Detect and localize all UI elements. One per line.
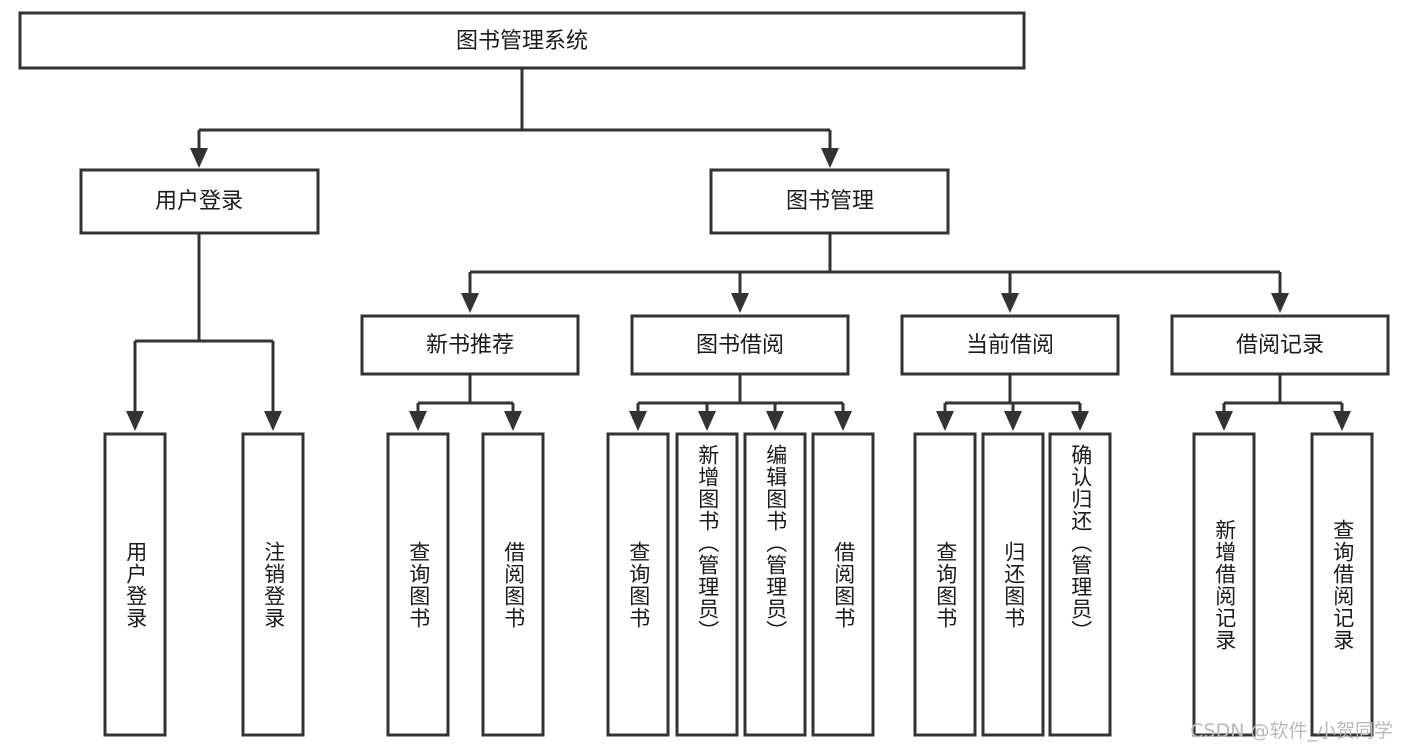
connector-group-root (190, 68, 839, 168)
leaf-box-query-book-1[interactable] (386, 432, 450, 737)
arrow-leaf-1 (126, 411, 144, 431)
node-borrow-record-label: 借阅记录 (1236, 333, 1324, 358)
node-root-label: 图书管理系统 (456, 29, 588, 54)
node-book-management[interactable]: 图书管理 (709, 168, 950, 235)
leaf-box-confirm-return[interactable] (1048, 432, 1112, 737)
arrow-leaf-3 (409, 411, 427, 431)
connector-group-borrow-record (1215, 374, 1351, 431)
arrow-to-user-login (190, 148, 208, 168)
arrow-leaf-10 (1004, 411, 1022, 431)
connector-group-book-mgmt (461, 233, 1289, 313)
node-book-borrow-box[interactable] (630, 314, 850, 376)
arrow-to-borrow-record (1271, 293, 1289, 313)
node-current-borrow-label: 当前借阅 (966, 333, 1054, 358)
node-user-login-label: 用户登录 (155, 189, 243, 214)
leaf-box-add-record[interactable] (1192, 432, 1256, 737)
node-book-management-label: 图书管理 (786, 189, 874, 214)
node-current-borrow[interactable]: 当前借阅 (900, 314, 1120, 376)
leaf-box-query-book-3[interactable] (913, 432, 977, 737)
leaf-box-user-login[interactable] (103, 432, 167, 737)
node-book-borrow-label: 图书借阅 (696, 333, 784, 358)
node-new-book-recommend-label: 新书推荐 (426, 333, 514, 358)
node-borrow-record[interactable]: 借阅记录 (1170, 314, 1390, 376)
arrow-leaf-8 (834, 411, 852, 431)
connector-group-new-books (409, 374, 522, 431)
leaf-box-query-record[interactable] (1310, 432, 1374, 737)
node-root-box[interactable] (18, 11, 1026, 70)
node-borrow-record-box[interactable] (1170, 314, 1390, 376)
arrow-leaf-6 (698, 411, 716, 431)
leaf-box-borrow-book-1[interactable] (481, 432, 545, 737)
arrow-to-book-mgmt (821, 148, 839, 168)
leaf-box-logout[interactable] (241, 432, 305, 737)
arrow-leaf-9 (936, 411, 954, 431)
connector-group-current-borrow (936, 374, 1089, 431)
leaf-boxes (103, 432, 1374, 737)
arrow-to-borrow (731, 293, 749, 313)
node-new-book-recommend[interactable]: 新书推荐 (360, 314, 580, 376)
arrow-leaf-4 (504, 411, 522, 431)
arrow-leaf-11 (1071, 411, 1089, 431)
node-book-management-box[interactable] (709, 168, 950, 235)
node-user-login[interactable]: 用户登录 (79, 168, 320, 235)
node-book-borrow[interactable]: 图书借阅 (630, 314, 850, 376)
node-current-borrow-box[interactable] (900, 314, 1120, 376)
leaf-box-edit-book[interactable] (743, 432, 807, 737)
leaf-box-query-book-2[interactable] (606, 432, 670, 737)
connector-group-borrow (629, 374, 852, 431)
node-new-book-recommend-box[interactable] (360, 314, 580, 376)
arrow-to-new-books (461, 293, 479, 313)
arrow-leaf-7 (766, 411, 784, 431)
leaf-box-add-book[interactable] (675, 432, 739, 737)
arrow-leaf-2 (264, 411, 282, 431)
leaf-box-return-book[interactable] (981, 432, 1045, 737)
leaf-box-borrow-book-2[interactable] (811, 432, 875, 737)
node-user-login-box[interactable] (79, 168, 320, 235)
arrow-leaf-5 (629, 411, 647, 431)
node-root[interactable]: 图书管理系统 (18, 11, 1026, 70)
connector-group-user-login (126, 233, 282, 431)
arrow-to-current-borrow (1001, 293, 1019, 313)
arrow-leaf-12 (1215, 411, 1233, 431)
arrow-leaf-13 (1333, 411, 1351, 431)
